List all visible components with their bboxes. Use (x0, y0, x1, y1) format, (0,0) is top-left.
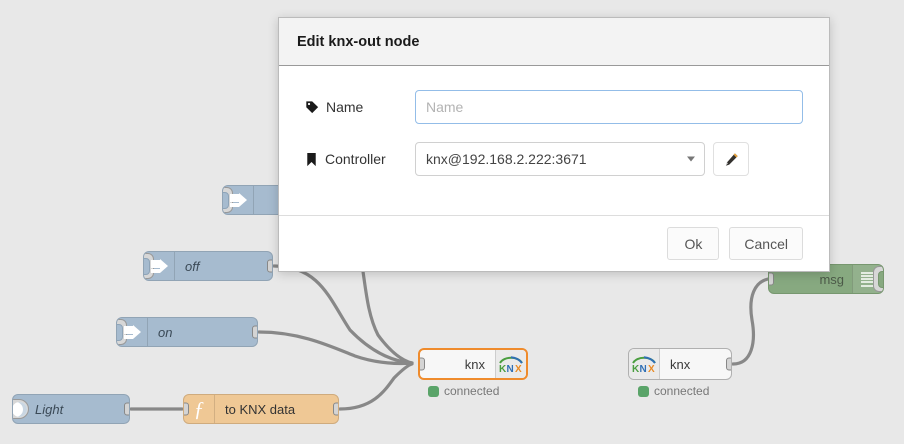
status-dot-icon (428, 385, 439, 397)
status-dot-icon (638, 385, 649, 397)
inject-node-light[interactable]: Light (12, 394, 130, 424)
svg-text:K: K (632, 364, 640, 373)
chevron-down-icon[interactable] (687, 156, 695, 162)
cancel-button[interactable]: Cancel (729, 227, 803, 260)
output-port[interactable] (333, 402, 338, 416)
wire-on-to-knx-out (257, 330, 414, 366)
inject-node-on[interactable]: on (116, 317, 258, 347)
dialog-footer: Ok Cancel (279, 215, 829, 271)
dialog-header: Edit knx-out node (279, 18, 829, 66)
wire-knxin-to-debug (731, 277, 770, 366)
output-port[interactable] (726, 357, 731, 371)
toggle-switch-icon[interactable] (13, 399, 29, 419)
svg-text:K: K (499, 364, 507, 373)
svg-text:X: X (515, 364, 522, 373)
pencil-icon (725, 152, 738, 166)
name-label-text: Name (326, 99, 364, 115)
svg-text:N: N (507, 364, 514, 373)
knx-in-node-label: knx (670, 356, 691, 372)
inject-arrow-icon (144, 252, 175, 280)
controller-field-label: Controller (305, 151, 415, 167)
knx-out-node-label: knx (464, 356, 485, 372)
function-node-label: to KNX data (225, 401, 296, 417)
inject-node-off[interactable]: off (143, 251, 273, 281)
controller-select-wrapper[interactable]: knx@192.168.2.222:3671 (415, 142, 705, 176)
svg-text:X: X (648, 364, 655, 373)
input-port[interactable] (420, 357, 425, 371)
function-node-to-knx-data[interactable]: ƒ to KNX data (183, 394, 339, 424)
name-field-label: Name (305, 99, 415, 115)
knx-out-status: connected (428, 384, 499, 398)
inject-node-label: on (158, 324, 173, 340)
wire-func-to-knx-out (338, 362, 414, 411)
controller-label-text: Controller (325, 151, 386, 167)
inject-node-label (254, 186, 274, 214)
edit-controller-button[interactable] (713, 142, 749, 176)
output-port[interactable] (267, 259, 272, 273)
input-port[interactable] (769, 272, 774, 286)
knx-out-node[interactable]: knx K N X (418, 348, 528, 380)
tag-icon (306, 101, 319, 114)
debug-node-label: msg (819, 271, 844, 287)
output-port[interactable] (124, 402, 129, 416)
debug-toggle-button[interactable] (873, 266, 883, 292)
controller-select[interactable]: knx@192.168.2.222:3671 (415, 142, 705, 176)
inject-arrow-icon (117, 318, 148, 346)
edit-node-dialog: Edit knx-out node Name Cont (278, 17, 830, 272)
ok-button[interactable]: Ok (667, 227, 720, 260)
knx-logo-icon: K N X (495, 350, 526, 378)
controller-selected-value: knx@192.168.2.222:3671 (426, 151, 587, 167)
knx-out-status-label: connected (444, 384, 500, 398)
bookmark-icon (307, 152, 316, 166)
light-node-label: Light (35, 401, 64, 417)
input-port[interactable] (184, 402, 189, 416)
knx-logo-icon: K N X (629, 349, 660, 379)
dialog-title: Edit knx-out node (297, 33, 420, 50)
output-port[interactable] (252, 325, 257, 339)
knx-in-node[interactable]: K N X knx (628, 348, 732, 380)
inject-node-label: off (185, 258, 200, 274)
knx-in-status: connected (638, 384, 709, 398)
inject-arrow-icon (223, 186, 254, 214)
name-field-row: Name (305, 90, 803, 124)
wire-off-to-knx-out (272, 264, 414, 365)
name-input[interactable] (415, 90, 803, 124)
controller-field-row: Controller knx@192.168.2.222:3671 (305, 142, 803, 176)
knx-in-status-label: connected (654, 384, 710, 398)
function-icon: ƒ (184, 395, 215, 423)
svg-text:N: N (640, 364, 647, 373)
dialog-body: Name Controller knx@192.168.2.222:3671 (279, 66, 829, 215)
